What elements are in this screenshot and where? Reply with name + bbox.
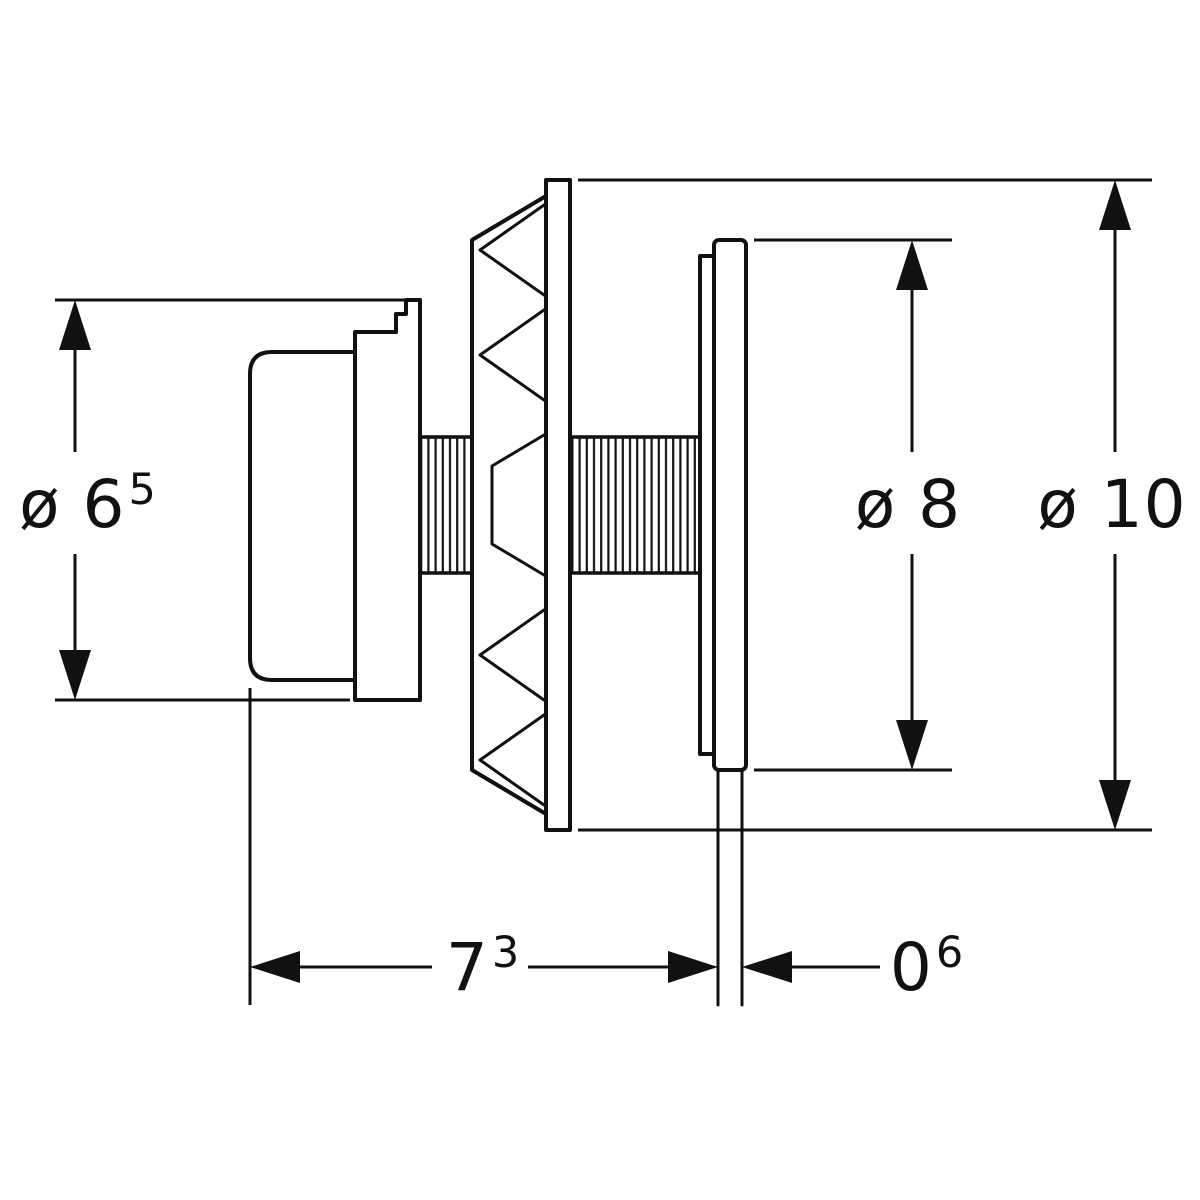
dimension-nut-diameter: ø 8 <box>754 238 961 772</box>
threaded-shaft-right <box>568 435 702 575</box>
flange-plate <box>544 178 572 832</box>
dimension-body-length: 73 <box>248 688 718 1006</box>
flange-fin <box>478 308 546 402</box>
flange-fin-lines <box>478 203 546 807</box>
flange-fin <box>478 713 546 807</box>
arrowhead-up <box>59 300 91 350</box>
arrowhead-left <box>742 951 792 983</box>
arrowhead-down <box>59 650 91 700</box>
threaded-shaft-left <box>418 435 474 575</box>
flange-fin <box>478 203 546 297</box>
dimension-label-nut-diameter: ø 8 <box>855 466 961 543</box>
arrowhead-right <box>668 951 718 983</box>
dimension-label-body-length: 73 <box>446 928 520 1006</box>
dimension-flange-diameter: ø 10 <box>578 178 1186 832</box>
washer <box>698 254 716 756</box>
arrowhead-up <box>896 240 928 290</box>
flange-cone <box>470 194 548 816</box>
push-button-cap <box>248 350 357 682</box>
mounting-bezel <box>353 298 422 702</box>
flange-fin <box>478 608 546 702</box>
dimensions: ø 65 ø 8 ø 10 <box>19 178 1186 1006</box>
arrowhead-left <box>250 951 300 983</box>
mounting-nut <box>712 238 748 772</box>
dimension-label-hose-diameter: 06 <box>890 928 964 1006</box>
dimension-button-diameter: ø 65 <box>19 298 412 702</box>
arrowhead-down <box>1099 780 1131 830</box>
arrowhead-up <box>1099 180 1131 230</box>
arrowhead-down <box>896 720 928 770</box>
dimension-hose-diameter: 06 <box>742 928 964 1006</box>
dimension-label-flange-diameter: ø 10 <box>1037 466 1186 543</box>
flange-fin <box>490 433 546 577</box>
pneumatic-hose <box>716 770 744 1007</box>
actuator-side-view <box>248 178 748 1007</box>
dimension-label-button-diameter: ø 65 <box>19 465 157 543</box>
